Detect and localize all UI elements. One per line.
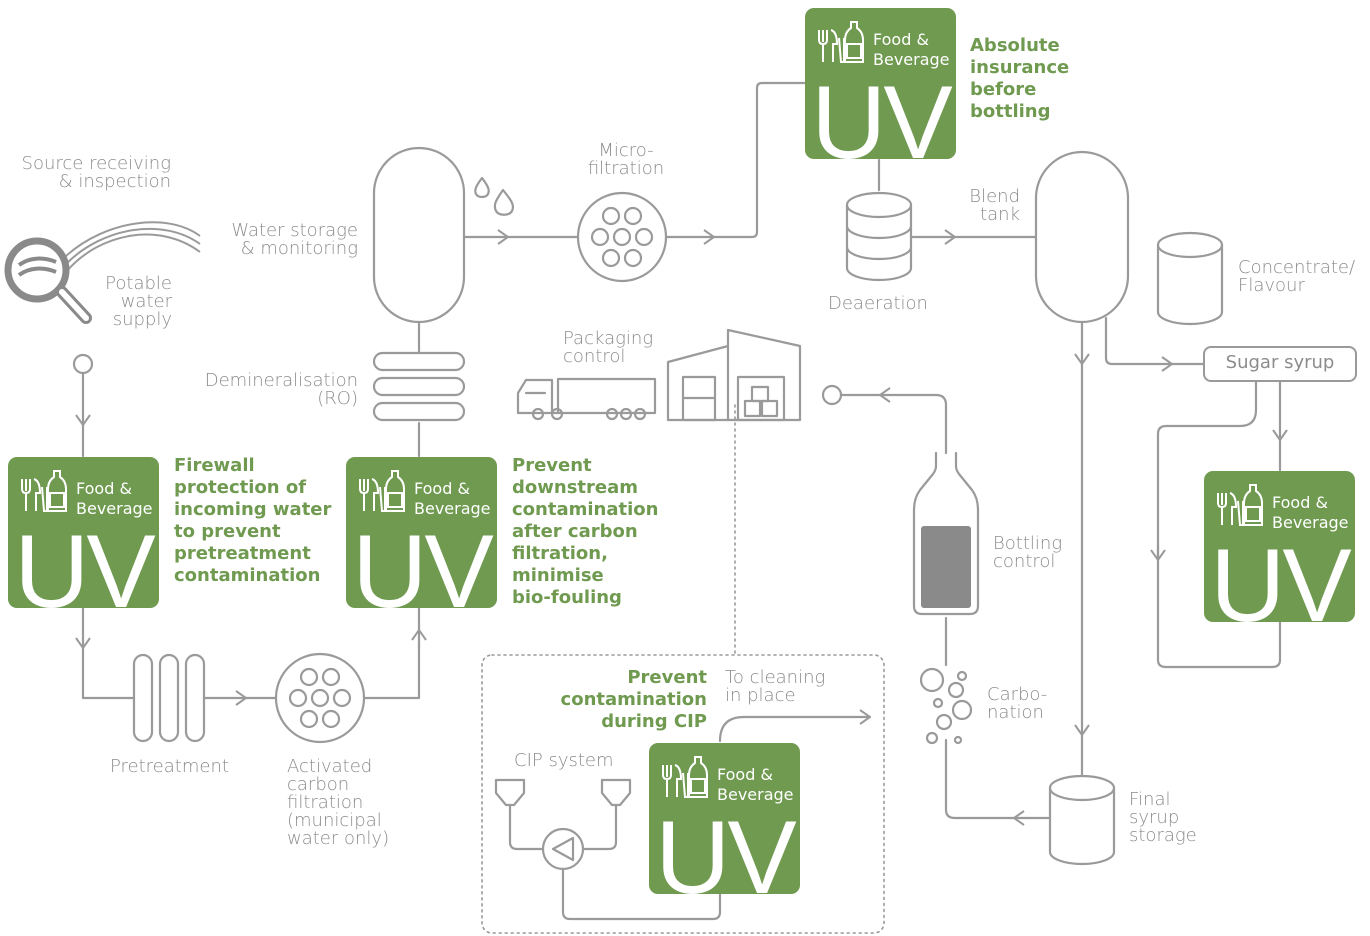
label-concentrate: Concentrate/ Flavour [1238,257,1356,296]
concentrate-icon [1156,231,1224,326]
bottling-outlet-node [821,384,843,406]
uv-label: UV [655,800,796,894]
magnifier-icon [4,221,201,324]
flow-line [878,395,948,455]
label-source: Source receiving & inspection [21,153,171,192]
label-blend-tank: Blend tank [969,186,1020,225]
flow-line [1156,543,1282,669]
micro-filtration-icon [576,191,668,283]
uv-badge-inlet: Food & Beverage UV [8,457,159,608]
label-micro-filtration: Micro- filtration [587,140,665,179]
pretreatment-icon [132,653,206,743]
label-bottling: Bottling control [993,533,1063,572]
uv-food-beverage-text: Food & Beverage [414,479,491,518]
flow-line [1104,316,1174,364]
uv-badge-cip: Food & Beverage UV [649,743,800,894]
uv-badge-post-carbon: Food & Beverage UV [346,457,497,608]
note-firewall: Firewall protection of incoming water to… [174,455,332,586]
bottle-liquid [921,526,971,608]
cip-tank-right-icon [600,778,632,807]
uv-food-beverage-text: Food & Beverage [76,479,153,518]
warehouse-icon [666,328,802,422]
note-absolute: Absolute insurance before bottling [970,35,1070,122]
flow-line [561,867,722,921]
uv-food-beverage-label: Food & Beverage [414,479,491,519]
flow-line [718,717,872,743]
label-deaeration: Deaeration [828,293,928,314]
uv-label: UV [811,65,952,159]
activated-carbon-icon [274,652,366,744]
uv-label: UV [352,514,493,608]
uv-label: UV [14,514,155,608]
uv-badge-pre-bottling: Food & Beverage UV [805,8,956,159]
uv-food-beverage-label: Food & Beverage [717,765,794,805]
uv-food-beverage-label: Food & Beverage [1272,493,1349,533]
sugar-syrup-box: Sugar syrup [1203,346,1357,382]
uv-food-beverage-label: Food & Beverage [76,479,153,519]
cip-pump-icon [541,827,585,871]
uv-label: UV [1210,528,1351,622]
food-beverage-icon [21,470,67,512]
flow-line [508,803,545,851]
demineralisation-icon [372,351,466,422]
potable-inlet-node [72,353,94,375]
label-to-cleaning: To cleaning in place [725,667,826,706]
uv-badge-sugar-syrup: Food & Beverage UV [1204,471,1355,622]
label-final-syrup: Final syrup storage [1129,789,1197,846]
flow-line [581,803,618,851]
final-syrup-storage-icon [1048,774,1116,866]
label-packaging: Packaging control [563,328,654,367]
label-activated-carbon: Activated carbon filtration (municipal w… [287,756,390,849]
note-cip: Prevent contamination during CIP [560,667,707,732]
food-beverage-icon [662,756,708,798]
label-carbonation: Carbo- nation [987,684,1048,723]
flow-line [362,643,421,700]
sugar-syrup-label: Sugar syrup [1225,352,1335,373]
cip-tank-left-icon [494,778,526,807]
food-beverage-icon [359,470,405,512]
flow-line [712,81,808,239]
food-beverage-icon [1217,484,1263,526]
uv-food-beverage-text: Food & Beverage [1272,493,1349,532]
food-beverage-icon [818,21,864,63]
label-demineralisation: Demineralisation (RO) [204,370,358,409]
deaeration-icon [845,191,913,282]
flow-line [944,738,1016,820]
blend-tank [1034,150,1130,324]
label-pretreatment: Pretreatment [110,756,229,777]
water-droplets-icon [474,176,515,216]
label-water-storage: Water storage & monitoring [231,220,358,259]
cip-pump-triangle [551,836,575,862]
truck-icon [516,377,657,421]
carbonation-bubbles-icon [919,667,973,745]
uv-food-beverage-text: Food & Beverage [717,765,794,804]
bottle-icon [912,451,980,616]
note-downstream: Prevent downstream contamination after c… [512,455,659,608]
flow-line [81,646,136,700]
label-cip-system: CIP system [514,750,614,771]
flow-line [1158,379,1258,562]
uv-food-beverage-label: Food & Beverage [873,30,950,70]
label-potable: Potable water supply [105,273,172,330]
water-storage-tank [372,146,466,324]
uv-food-beverage-text: Food & Beverage [873,30,950,69]
